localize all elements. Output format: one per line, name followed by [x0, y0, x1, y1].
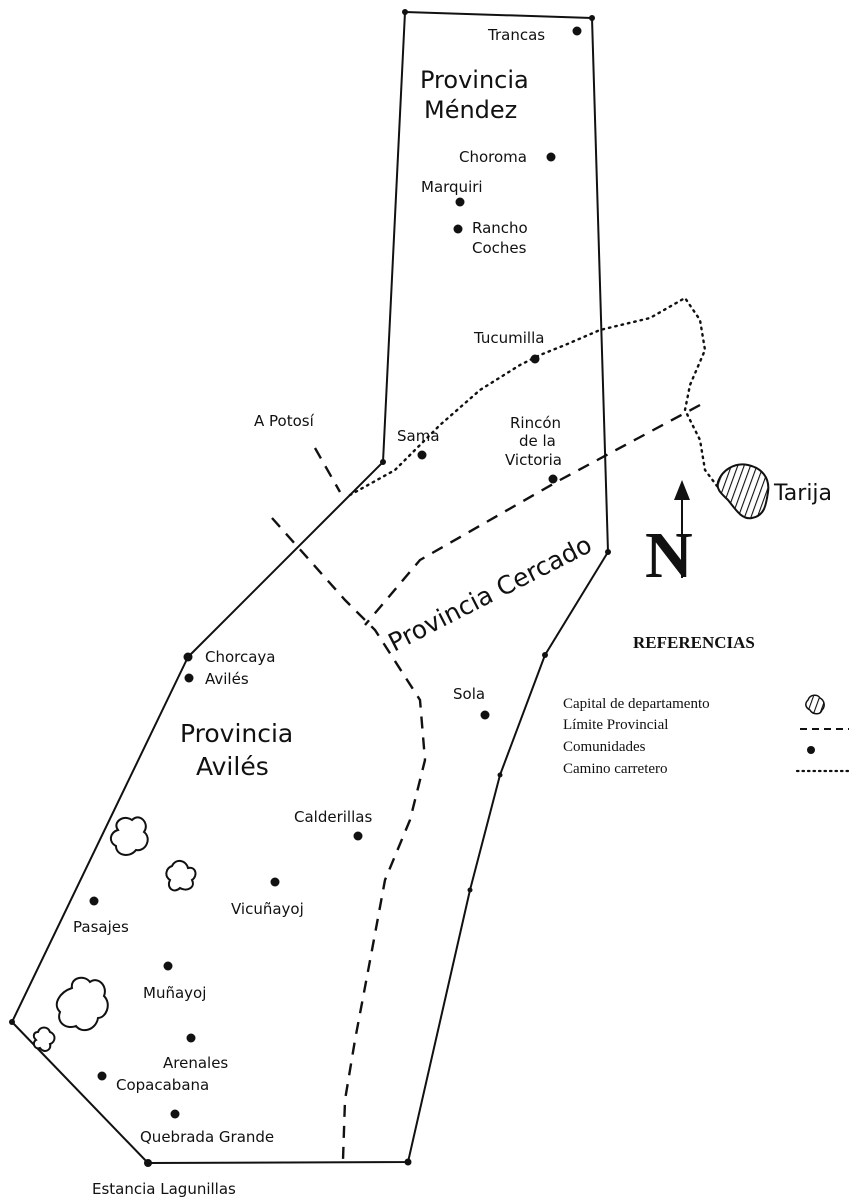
place-arenales: Arenales [163, 1054, 228, 1072]
community-dot-arenales [186, 1033, 196, 1043]
province-aviles-label-2: Avilés [196, 752, 269, 781]
place-pasajes: Pasajes [73, 918, 129, 936]
community-dot-tucumilla [530, 354, 540, 364]
legend-item-label-comunidades: Comunidades [563, 739, 646, 755]
lake-4 [32, 1026, 56, 1052]
place-aviles: Avilés [205, 670, 249, 688]
dot-icon [807, 746, 815, 754]
boundary-to-potosi [313, 447, 342, 493]
province-mendez-label-2: Méndez [424, 96, 517, 124]
hatched-blob-icon [805, 694, 825, 715]
place-rincon-1: Rincón [510, 414, 561, 432]
boundary-cercado-mendez [364, 403, 701, 626]
place-tarija: Tarija [773, 481, 832, 506]
north-arrow-icon [674, 480, 690, 578]
place-vicunayoj: Vicuñayoj [231, 900, 304, 918]
place-marquiri: Marquiri [421, 178, 483, 196]
province-outline [11, 11, 609, 1164]
community-dot-pasajes [89, 896, 99, 906]
community-dot-chorcaya [183, 652, 193, 662]
legend: REFERENCIAS Capital de departamento Lími… [563, 633, 849, 777]
place-choroma: Choroma [459, 148, 527, 166]
place-estancia-lagunillas: Estancia Lagunillas [92, 1180, 236, 1198]
outline-vertices [9, 9, 611, 1167]
place-rincon-3: Victoria [505, 451, 562, 469]
road-camino-carretero [348, 296, 722, 497]
boundary-cercado-aviles [271, 517, 427, 1161]
province-cercado-label: Provincia Cercado [384, 530, 597, 658]
tarija-capital-icon [716, 463, 770, 520]
place-sama: Sama [397, 427, 440, 445]
community-dot-marquiri [455, 197, 465, 207]
lake-1 [110, 816, 149, 856]
legend-item-label-camino: Camino carretero [563, 761, 668, 777]
place-trancas: Trancas [487, 26, 545, 44]
north-label: N [645, 519, 693, 592]
province-mendez-label-1: Provincia [420, 66, 529, 94]
community-dot-munayoj [163, 961, 173, 971]
place-rincon-2: de la [519, 432, 556, 450]
legend-title: REFERENCIAS [633, 633, 755, 652]
legend-item-label-capital: Capital de departamento [563, 696, 710, 712]
place-quebrada-grande: Quebrada Grande [140, 1128, 274, 1146]
place-chorcaya: Chorcaya [205, 648, 276, 666]
community-dot-sola [480, 710, 490, 720]
community-dot-copacabana [97, 1071, 107, 1081]
place-sola: Sola [453, 685, 485, 703]
community-dot-quebrada-grande [170, 1109, 180, 1119]
province-aviles-label-1: Provincia [180, 719, 293, 748]
legend-item-label-limite: Límite Provincial [563, 717, 668, 733]
community-dot-trancas [572, 26, 582, 36]
place-copacabana: Copacabana [116, 1076, 209, 1094]
community-dot-aviles [184, 673, 194, 683]
place-calderillas: Calderillas [294, 808, 372, 826]
place-munayoj: Muñayoj [143, 984, 206, 1002]
lake-3 [55, 976, 109, 1032]
place-tucumilla: Tucumilla [473, 329, 544, 347]
place-a-potosi: A Potosí [254, 412, 315, 430]
community-dot-rincon [548, 474, 558, 484]
community-dot-sama [417, 450, 427, 460]
place-rancho-coches-1: Rancho [472, 219, 528, 237]
community-dot-choroma [546, 152, 556, 162]
place-rancho-coches-2: Coches [472, 239, 527, 257]
community-dot-calderillas [353, 831, 363, 841]
community-dot-rancho-coches [453, 224, 463, 234]
lake-2 [165, 860, 197, 892]
community-dot-vicunayoj [270, 877, 280, 887]
